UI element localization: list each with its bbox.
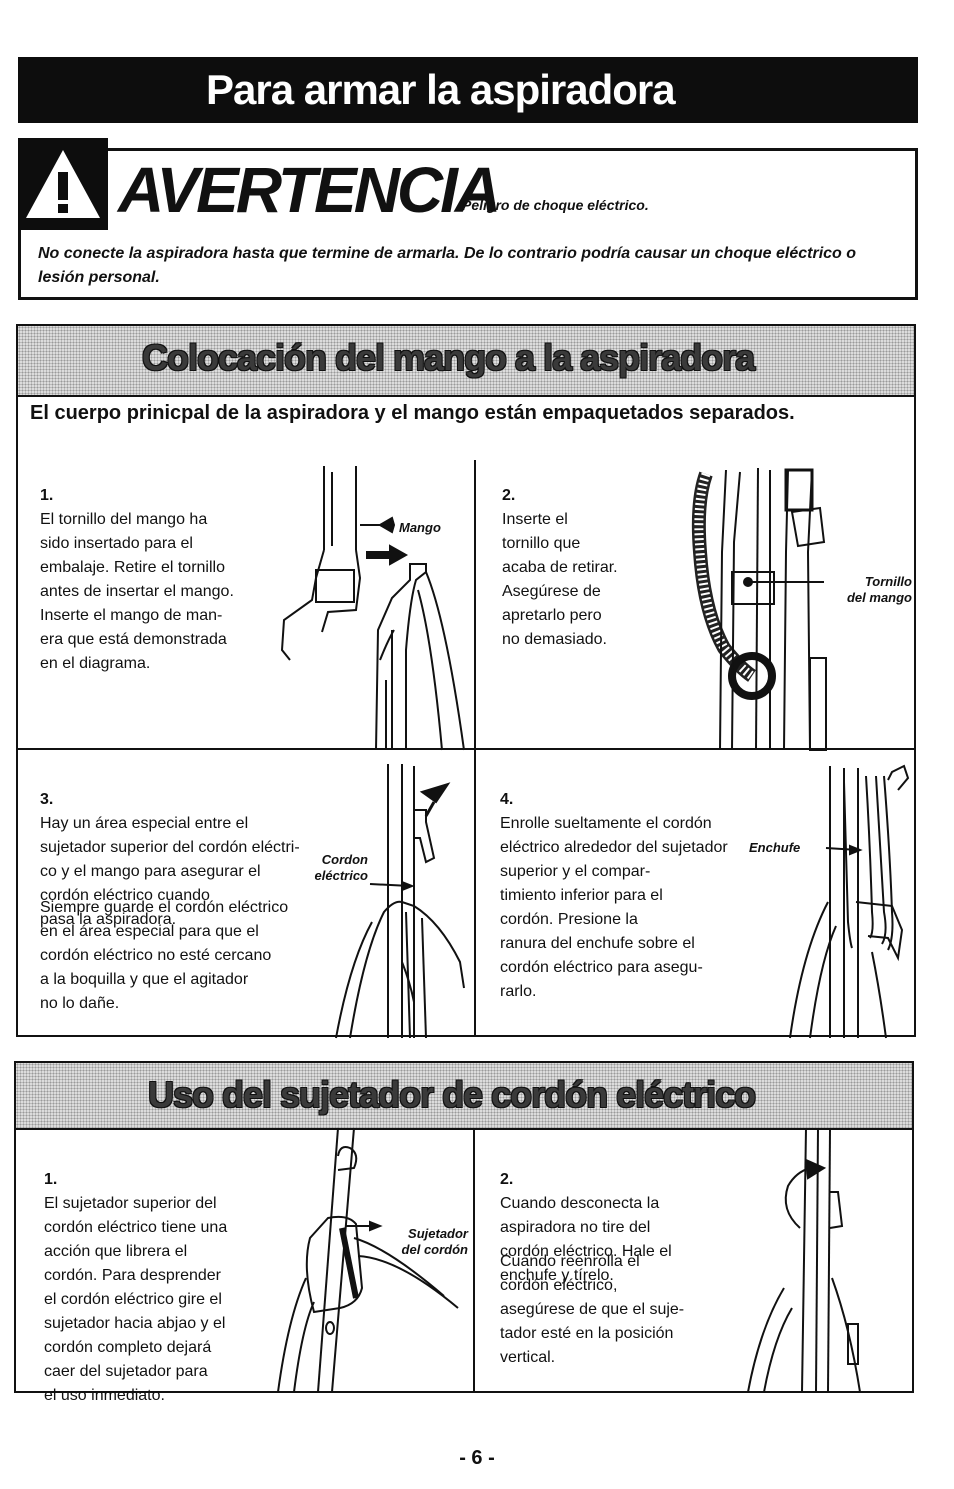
step-text: El sujetador superior del cordón eléctri… xyxy=(44,1195,228,1404)
step-number: 1. xyxy=(40,487,54,504)
section-cord-band xyxy=(16,1063,912,1130)
step-number: 2. xyxy=(502,487,516,504)
step-3: 3. Hay un área especial entre el sujetad… xyxy=(40,764,380,932)
cord-step-2-note: Cuando reenrolla el cordón eléctrico, as… xyxy=(500,1253,685,1366)
label-mango: Mango xyxy=(399,520,441,535)
cord-release-illustration xyxy=(277,1127,459,1393)
divider xyxy=(473,1130,475,1393)
cord-step-2: 2. Cuando desconecta la aspiradora no ti… xyxy=(500,1144,760,1288)
step-number: 2. xyxy=(500,1171,514,1188)
warning-text: No conecte la aspiradora hasta que termi… xyxy=(38,245,857,286)
cord-step-1: 1. El sujetador superior del cordón eléc… xyxy=(44,1144,314,1408)
step-number: 3. xyxy=(40,791,54,808)
page-number: - 6 - xyxy=(459,1447,495,1469)
step-text: Cuando desconecta la aspiradora no tire … xyxy=(500,1195,672,1284)
label-tornillo: Tornillo del mango xyxy=(846,574,912,605)
step-2: 2. Inserte el tornillo que acaba de reti… xyxy=(502,460,682,652)
cord-storage-illustration xyxy=(335,764,465,1039)
handle-insertion-illustration xyxy=(280,466,465,751)
divider xyxy=(16,748,916,750)
section-handle-intro: El cuerpo prinicpal de la aspiradora y e… xyxy=(30,402,795,424)
page-title: Para armar la aspiradora xyxy=(206,66,676,113)
step-number: 4. xyxy=(500,791,514,808)
step-number: 1. xyxy=(44,1171,58,1188)
warning-heading: AVERTENCIA xyxy=(118,154,501,226)
section-handle-band xyxy=(18,326,914,397)
cord-holder-vertical-illustration xyxy=(747,1127,861,1393)
page-title-bar: Para armar la aspiradora xyxy=(18,57,918,123)
step-3-note: Siempre guarde el cordón eléctrico en el… xyxy=(40,899,289,1012)
section-handle-assembly xyxy=(16,324,916,1037)
step-4: 4. Enrolle sueltamente el cordón eléctri… xyxy=(500,764,810,1004)
section-cord-title: Uso del sujetador de cordón eléctrico xyxy=(148,1074,756,1115)
label-cordon: Cordon eléctrico xyxy=(314,852,368,883)
step-text: El tornillo del mango ha sido insertado … xyxy=(40,511,234,672)
cord-wrap-illustration xyxy=(789,764,910,1039)
label-enchufe: Enchufe xyxy=(749,840,801,855)
step-text: Hay un área especial entre el sujetador … xyxy=(40,815,300,928)
warning-box xyxy=(18,148,918,300)
step-1: 1. El tornillo del mango ha sido inserta… xyxy=(40,460,300,676)
warning-icon xyxy=(18,138,108,230)
warning-subheading: Peligro de choque eléctrico. xyxy=(462,197,649,213)
step-text: Enrolle sueltamente el cordón eléctrico … xyxy=(500,815,728,1000)
handle-screw-illustration xyxy=(691,467,827,751)
section-handle-title: Colocación del mango a la aspiradora xyxy=(142,337,755,378)
step-text: Inserte el tornillo que acaba de retirar… xyxy=(502,511,618,648)
label-sujetador: Sujetador del cordón xyxy=(401,1226,468,1257)
